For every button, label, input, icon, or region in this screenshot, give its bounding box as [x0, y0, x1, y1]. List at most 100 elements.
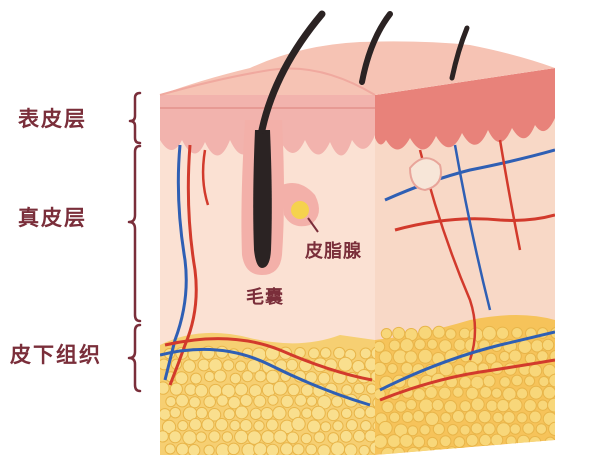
fat-cell	[337, 356, 353, 372]
artery-front-bottom	[164, 337, 373, 382]
fat-cell	[509, 423, 521, 435]
fat-cell	[492, 411, 504, 424]
fat-cell	[443, 400, 458, 414]
subcutaneous-label: 皮下组织	[10, 343, 102, 367]
fat-cell	[491, 387, 503, 399]
fat-cell	[453, 338, 467, 352]
fat-cell	[370, 370, 375, 383]
fat-cell	[440, 412, 452, 424]
fat-cell	[353, 407, 366, 420]
fat-cell	[169, 382, 183, 396]
fat-cell	[221, 431, 234, 443]
fat-cell	[508, 398, 523, 413]
fat-cell	[168, 430, 182, 444]
fat-cell	[387, 434, 401, 449]
fat-cell	[412, 435, 426, 449]
fat-cell	[370, 346, 375, 361]
fat-cell	[160, 408, 172, 421]
fat-cell	[280, 394, 294, 408]
fat-cell	[188, 418, 202, 431]
fat-cell	[352, 429, 366, 443]
hair-follicle-label: 毛囊	[246, 286, 284, 308]
fat-cell	[424, 386, 438, 399]
fat-cell	[341, 384, 353, 396]
right-face	[375, 68, 555, 455]
dermis-bracket	[127, 144, 142, 323]
fat-cell	[431, 398, 444, 412]
epidermis-label: 表皮层	[18, 107, 87, 131]
fat-cell	[516, 412, 528, 424]
fat-cell	[459, 424, 471, 436]
hair-root	[253, 130, 272, 268]
fat-cell	[495, 445, 511, 455]
fat-cells-front	[160, 345, 375, 455]
fat-cell	[358, 444, 370, 455]
fat-cell	[326, 408, 340, 422]
hair-shaft-main	[258, 10, 326, 134]
fat-cell	[190, 372, 202, 385]
fat-cell	[364, 357, 375, 372]
fat-cell	[339, 429, 353, 443]
fat-cell	[234, 360, 247, 372]
fat-cell	[169, 406, 182, 419]
fat-cell	[400, 361, 414, 375]
fat-cell	[438, 339, 453, 353]
fat-cell	[239, 394, 253, 407]
fat-cell	[260, 407, 274, 421]
fat-cell	[229, 419, 241, 432]
fat-cell	[273, 429, 288, 444]
sebaceous-gland-core	[291, 201, 309, 219]
fat-cell	[392, 326, 406, 340]
fat-cell	[313, 431, 326, 444]
fat-cell	[452, 386, 464, 398]
fat-cell	[249, 407, 263, 420]
front-face	[160, 95, 375, 455]
fat-cell	[444, 328, 457, 340]
fat-cell	[223, 408, 236, 421]
fat-cell	[306, 419, 321, 434]
fat-cell	[535, 423, 548, 435]
fat-cell	[419, 424, 431, 436]
fat-cell	[177, 420, 189, 432]
fat-cell	[182, 359, 197, 373]
fat-cell	[369, 441, 375, 455]
fat-cell	[481, 325, 497, 341]
fat-cell	[414, 338, 426, 351]
follicle-cross-section	[408, 157, 442, 192]
fat-cell	[292, 443, 305, 455]
fat-cell	[485, 352, 497, 365]
fat-cell	[364, 405, 375, 419]
fat-cell	[366, 383, 375, 395]
fat-cell	[523, 399, 537, 413]
fat-cell	[505, 435, 517, 447]
fat-cell	[470, 447, 483, 455]
fat-cell	[174, 371, 189, 386]
fat-cell	[499, 376, 511, 388]
fat-cell	[537, 399, 549, 411]
fat-cell	[426, 338, 438, 350]
fat-cell	[392, 446, 405, 455]
fat-cell	[215, 417, 229, 432]
fat-cell	[197, 358, 211, 372]
fat-cell	[524, 375, 536, 387]
fat-cell	[319, 347, 332, 359]
fat-cell	[551, 448, 555, 455]
fat-cell	[203, 444, 215, 455]
fat-cell	[222, 359, 235, 372]
fat-cell	[548, 421, 555, 437]
fat-cells-right	[375, 325, 555, 455]
fat-cell	[375, 434, 388, 449]
fat-cell	[375, 361, 387, 376]
fat-cell	[372, 420, 375, 432]
fat-cell	[490, 433, 504, 447]
fat-cell	[432, 423, 445, 436]
fat-cell	[188, 396, 201, 409]
fat-cell	[547, 397, 555, 413]
fat-cell	[498, 350, 511, 363]
fat-cell	[541, 338, 555, 352]
fat-cell	[239, 419, 253, 432]
fat-cell	[447, 424, 459, 436]
fat-cell	[164, 443, 176, 455]
fat-cell	[451, 410, 465, 423]
fat-cell	[330, 441, 346, 455]
